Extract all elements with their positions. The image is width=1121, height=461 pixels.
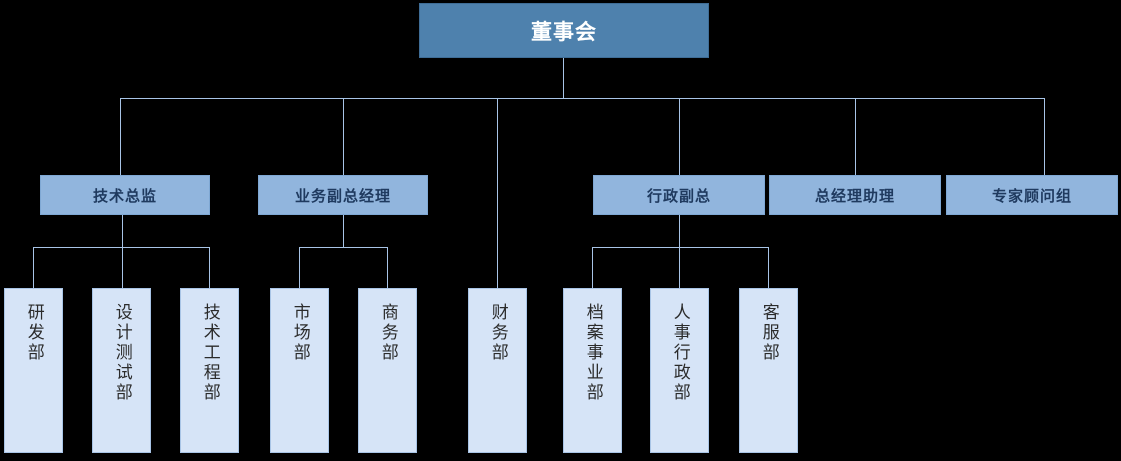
- org-node-tech-director[interactable]: 技术总监: [40, 175, 210, 215]
- connector-drop-rnd-dept: [33, 247, 34, 288]
- connector-drop-design-test-dept: [122, 247, 123, 288]
- org-node-label: 客服部: [758, 303, 779, 363]
- connector-drop-finance: [497, 98, 498, 288]
- connector-stem-tech-director: [122, 215, 123, 247]
- org-node-label: 技术总监: [92, 186, 157, 205]
- connector-drop-admin-vp: [679, 98, 680, 175]
- connector-drop-expert-group: [1044, 98, 1045, 175]
- org-node-label: 财务部: [487, 303, 508, 363]
- connector-bus-admin-vp: [592, 247, 769, 248]
- connector-drop-archive-dept: [592, 247, 593, 288]
- org-node-label: 董事会: [531, 19, 597, 44]
- connector-drop-tech-director: [120, 98, 121, 175]
- org-node-expert-group[interactable]: 专家顾问组: [946, 175, 1118, 215]
- connector-bus-business-vp: [299, 247, 388, 248]
- connector-bus-tech-director: [33, 247, 210, 248]
- org-node-label: 行政副总: [646, 186, 711, 205]
- connector-drop-business-vp: [343, 98, 344, 175]
- connector-drop-gm-assistant: [855, 98, 856, 175]
- connector-level2-bus: [120, 98, 1045, 99]
- org-node-label: 市场部: [289, 303, 310, 363]
- connector-drop-marketing-dept: [299, 247, 300, 288]
- connector-stem-admin-vp: [679, 215, 680, 247]
- org-node-label: 设计测试部: [111, 303, 132, 403]
- connector-root-stem: [563, 58, 564, 98]
- org-node-rnd-dept[interactable]: 研发部: [4, 288, 63, 453]
- org-node-label: 专家顾问组: [991, 186, 1072, 205]
- org-node-label: 商务部: [377, 303, 398, 363]
- org-node-design-test-dept[interactable]: 设计测试部: [92, 288, 151, 453]
- connector-drop-tech-engineering-dept: [209, 247, 210, 288]
- org-node-admin-vp[interactable]: 行政副总: [593, 175, 765, 215]
- org-node-hr-admin-dept[interactable]: 人事行政部: [650, 288, 709, 453]
- org-node-archive-dept[interactable]: 档案事业部: [563, 288, 622, 453]
- org-node-label: 研发部: [23, 303, 44, 363]
- org-node-label: 总经理助理: [814, 186, 895, 205]
- org-node-finance-dept[interactable]: 财务部: [468, 288, 527, 453]
- org-node-marketing-dept[interactable]: 市场部: [270, 288, 329, 453]
- connector-drop-business-dept: [387, 247, 388, 288]
- connector-stem-business-vp: [343, 215, 344, 247]
- org-node-tech-engineering-dept[interactable]: 技术工程部: [180, 288, 239, 453]
- org-node-label: 人事行政部: [669, 303, 690, 403]
- org-node-customer-service-dept[interactable]: 客服部: [739, 288, 798, 453]
- connector-drop-customer-service-dept: [768, 247, 769, 288]
- connector-drop-hr-admin-dept: [679, 247, 680, 288]
- org-node-business-dept[interactable]: 商务部: [358, 288, 417, 453]
- org-node-business-vp[interactable]: 业务副总经理: [258, 175, 428, 215]
- org-node-label: 档案事业部: [582, 303, 603, 403]
- org-node-label: 技术工程部: [199, 303, 220, 403]
- org-node-board[interactable]: 董事会: [419, 3, 709, 58]
- org-node-gm-assistant[interactable]: 总经理助理: [769, 175, 941, 215]
- org-node-label: 业务副总经理: [294, 186, 391, 205]
